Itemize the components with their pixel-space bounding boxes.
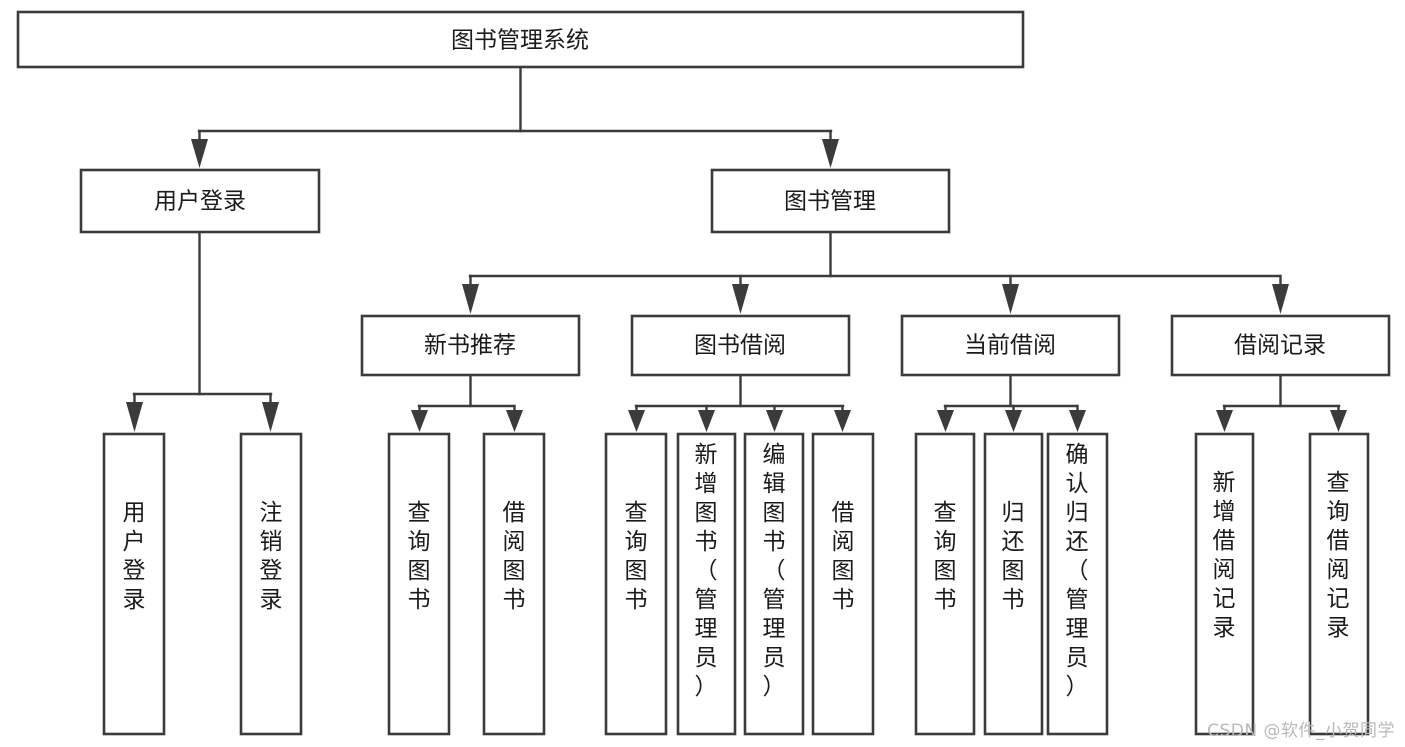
arrow-head-leaf-logout bbox=[262, 402, 279, 432]
leaf-borrow-book-a-box[interactable] bbox=[482, 432, 546, 736]
leaf-edit-book[interactable]: 编辑图书（管理员） bbox=[743, 432, 805, 736]
leaf-borrow-book-a-label: 借阅图书 bbox=[503, 500, 526, 613]
connector-layer bbox=[126, 65, 1347, 432]
arrow-head-leaf-query-book-a bbox=[411, 410, 428, 432]
leaf-add-book-box[interactable] bbox=[676, 432, 737, 736]
leaf-logout-box[interactable] bbox=[239, 432, 303, 736]
leaf-user-login-box[interactable] bbox=[102, 432, 166, 736]
node-new-book-recommend-label: 新书推荐 bbox=[424, 333, 516, 359]
arrow-head-leaf-user-login bbox=[126, 402, 143, 432]
leaf-query-book-b[interactable]: 查询图书 bbox=[604, 432, 668, 736]
node-user-login-label: 用户登录 bbox=[154, 189, 246, 215]
leaf-return-book-label: 归还图书 bbox=[1002, 500, 1025, 613]
leaf-query-record-box[interactable] bbox=[1308, 432, 1370, 736]
node-root-label: 图书管理系统 bbox=[451, 28, 589, 54]
leaf-query-book-b-box[interactable] bbox=[604, 432, 668, 736]
node-borrow-records[interactable]: 借阅记录 bbox=[1170, 314, 1391, 377]
leaf-edit-book-label: 编辑图书（管理员） bbox=[763, 442, 786, 700]
leaf-add-record[interactable]: 新增借阅记录 bbox=[1194, 432, 1255, 736]
node-current-borrow-box[interactable] bbox=[900, 314, 1121, 377]
node-current-borrow-label: 当前借阅 bbox=[964, 333, 1056, 359]
leaf-confirm-return-label: 确认归还（管理员） bbox=[1066, 442, 1089, 700]
leaf-borrow-book-a[interactable]: 借阅图书 bbox=[482, 432, 546, 736]
leaf-borrow-book-b-label: 借阅图书 bbox=[832, 500, 855, 613]
node-new-book-recommend[interactable]: 新书推荐 bbox=[360, 314, 581, 377]
leaf-return-book[interactable]: 归还图书 bbox=[983, 432, 1044, 736]
arrow-head-leaf-borrow-book-b bbox=[834, 410, 851, 432]
node-book-management[interactable]: 图书管理 bbox=[710, 168, 951, 234]
leaf-user-login-label: 用户登录 bbox=[123, 500, 146, 613]
leaf-query-book-b-label: 查询图书 bbox=[625, 500, 648, 613]
leaf-add-record-box[interactable] bbox=[1194, 432, 1255, 736]
node-book-management-box[interactable] bbox=[710, 168, 951, 234]
leaf-query-record[interactable]: 查询借阅记录 bbox=[1308, 432, 1370, 736]
node-current-borrow[interactable]: 当前借阅 bbox=[900, 314, 1121, 377]
leaf-query-book-a[interactable]: 查询图书 bbox=[387, 432, 451, 736]
leaf-confirm-return[interactable]: 确认归还（管理员） bbox=[1046, 432, 1109, 736]
arrow-head-book-mgmt bbox=[822, 139, 839, 168]
node-root[interactable]: 图书管理系统 bbox=[16, 10, 1025, 69]
arrow-head-leaf-confirm-return bbox=[1069, 410, 1086, 432]
arrow-head-leaf-add-record bbox=[1216, 410, 1233, 432]
leaf-add-record-label: 新增借阅记录 bbox=[1213, 470, 1236, 641]
node-user-login-box[interactable] bbox=[79, 168, 321, 234]
node-borrow-records-label: 借阅记录 bbox=[1234, 333, 1326, 359]
leaf-query-book-c-box[interactable] bbox=[914, 432, 976, 736]
arrow-head-new-books bbox=[462, 284, 479, 314]
node-borrow-records-box[interactable] bbox=[1170, 314, 1391, 377]
leaf-query-book-a-label: 查询图书 bbox=[408, 500, 431, 613]
leaf-borrow-book-b-box[interactable] bbox=[811, 432, 875, 736]
leaf-add-book-label: 新增图书（管理员） bbox=[695, 442, 718, 700]
arrow-head-leaf-query-book-b bbox=[628, 410, 645, 432]
arrow-head-leaf-borrow-book-a bbox=[506, 410, 523, 432]
leaf-borrow-book-b[interactable]: 借阅图书 bbox=[811, 432, 875, 736]
node-book-borrow-box[interactable] bbox=[630, 314, 851, 377]
leaf-query-record-label: 查询借阅记录 bbox=[1327, 470, 1350, 641]
node-book-borrow-label: 图书借阅 bbox=[694, 333, 786, 359]
leaf-add-book[interactable]: 新增图书（管理员） bbox=[676, 432, 737, 736]
leaf-logout-label: 注销登录 bbox=[260, 500, 283, 613]
node-root-box[interactable] bbox=[16, 10, 1025, 69]
arrow-head-records bbox=[1272, 284, 1289, 314]
arrow-head-leaf-edit-book bbox=[766, 410, 783, 432]
leaf-query-book-c-label: 查询图书 bbox=[934, 500, 957, 613]
csdn-watermark: CSDN @软件_小贺同学 bbox=[1207, 721, 1395, 741]
node-user-login[interactable]: 用户登录 bbox=[79, 168, 321, 234]
leaf-query-book-a-box[interactable] bbox=[387, 432, 451, 736]
arrow-head-user-login bbox=[191, 139, 208, 168]
node-new-book-recommend-box[interactable] bbox=[360, 314, 581, 377]
leaf-logout[interactable]: 注销登录 bbox=[239, 432, 303, 736]
arrow-head-leaf-add-book bbox=[698, 410, 715, 432]
node-book-borrow[interactable]: 图书借阅 bbox=[630, 314, 851, 377]
arrow-head-leaf-query-record bbox=[1330, 410, 1347, 432]
arrow-head-leaf-query-book-c bbox=[937, 410, 954, 432]
leaf-confirm-return-box[interactable] bbox=[1046, 432, 1109, 736]
leaf-return-book-box[interactable] bbox=[983, 432, 1044, 736]
leaf-edit-book-box[interactable] bbox=[743, 432, 805, 736]
arrow-head-leaf-return-book bbox=[1005, 410, 1022, 432]
leaf-user-login[interactable]: 用户登录 bbox=[102, 432, 166, 736]
arrow-head-current bbox=[1002, 284, 1019, 314]
arrow-head-borrow bbox=[732, 284, 749, 314]
leaf-query-book-c[interactable]: 查询图书 bbox=[914, 432, 976, 736]
node-book-management-label: 图书管理 bbox=[784, 189, 876, 215]
